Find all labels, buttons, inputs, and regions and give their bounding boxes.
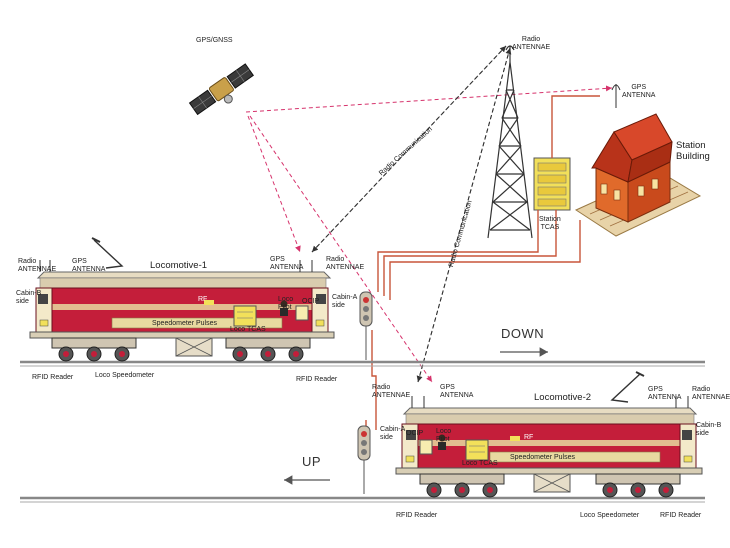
loco1-radio-antennae-right-label: Radio ANTENNAE [326,256,365,271]
loco1-gps-antenna-left-label: GPS ANTENNA [72,258,106,273]
loco1-cabin-b-label: Cabin-B side [16,290,42,305]
loco1-loco-pilot-label: Loco Pilot [278,296,294,311]
tracks [20,360,705,503]
gps-gnss-label: GPS/GNSS [196,37,233,44]
loco2-gps-antenna-left-label: GPS ANTENNA [440,384,474,399]
loco2-gps-antenna-right-label: GPS ANTENNA [648,386,682,401]
loco2-radio-antennae-left-label: Radio ANTENNAE [372,384,411,399]
loco2-loco-tcas-label: Loco TCAS [462,460,498,467]
station-building-icon [574,113,702,237]
loco1-cabin-a-label: Cabin-A side [332,294,358,309]
loco1-rf-label: RF [198,296,208,303]
loco2-cabin-b-label: Cabin-B side [696,422,722,437]
locomotive-2-icon [395,371,703,498]
loco2-cabin-a-label: Cabin-A side [380,426,406,441]
satellite-icon [188,63,254,116]
loco1-loco-tcas-label: Loco TCAS [230,326,266,333]
radio-links [311,45,512,383]
radio-tower-icon [487,45,533,239]
signal-2-icon [357,425,371,494]
loco1-radio-antennae-left-label: Radio ANTENNAE [18,258,57,273]
down-label: DOWN [501,326,545,341]
loco1-loco-speedometer-label: Loco Speedometer [95,372,155,379]
loco1-ocip-label: OCIP [302,298,320,305]
loco2-rfid-reader-left-label: RFID Reader [396,512,438,519]
loco2-loco-speedometer-label: Loco Speedometer [580,512,640,519]
loco2-ocip-label: OCIP [406,430,424,437]
locomotive-1-title: Locomotive-1 [150,260,208,271]
loco1-rfid-reader-right-label: RFID Reader [296,376,338,383]
loco1-speedometer-pulses-label: Speedometer Pulses [152,320,217,327]
station-building-label: Station Building [676,140,710,162]
station-tcas-box [533,157,571,211]
signal-1-icon [359,291,373,360]
loco1-gps-antenna-right-label: GPS ANTENNA [270,256,304,271]
loco2-radio-antennae-right-label: Radio ANTENNAE [692,386,730,401]
gps-links [245,85,613,383]
loco2-loco-pilot-label: Loco Pilot [436,428,452,443]
loco2-rf-label: RF [524,434,534,441]
loco2-rfid-reader-right-label: RFID Reader [660,512,702,519]
locomotive-1-icon [29,237,335,362]
loco1-rfid-reader-left-label: RFID Reader [32,374,74,381]
up-label: UP [302,454,322,469]
loco2-speedometer-pulses-label: Speedometer Pulses [510,454,575,461]
station-gps-antenna-icon [611,84,621,108]
radio-antennae-top-label: Radio ANTENNAE [512,36,551,51]
gps-antenna-station-label: GPS ANTENNA [622,84,656,99]
locomotive-2-title: Locomotive-2 [534,392,592,403]
station-tcas-label: Station TCAS [539,216,561,231]
